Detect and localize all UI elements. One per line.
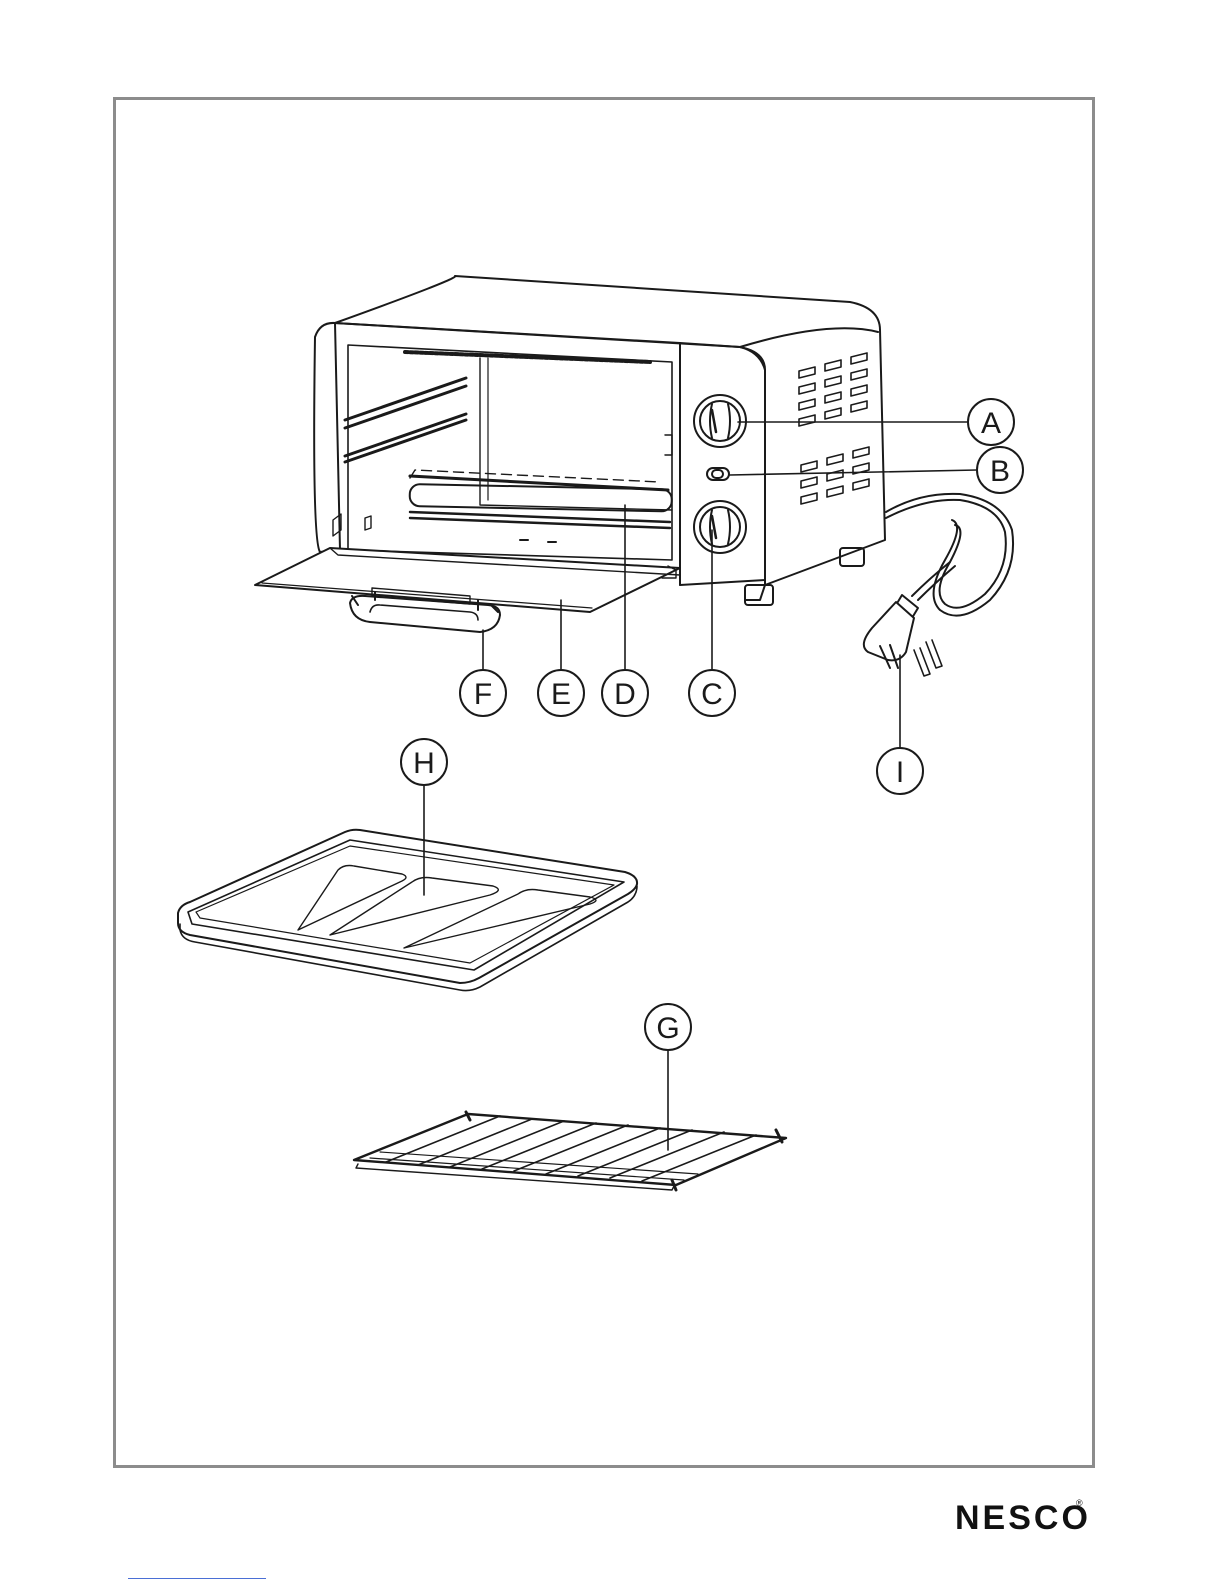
svg-text:D: D <box>614 678 636 711</box>
top-knob <box>694 395 746 447</box>
svg-text:I: I <box>896 756 904 789</box>
baking-tray-h <box>178 830 637 991</box>
registered-mark: ® <box>1076 1498 1083 1508</box>
callout-d: D <box>602 670 648 716</box>
callout-f: F <box>460 670 506 716</box>
wire-rack-g <box>354 1112 786 1190</box>
svg-text:E: E <box>551 678 571 711</box>
callout-c: C <box>689 670 735 716</box>
callout-g: G <box>645 1004 691 1050</box>
bottom-knob <box>694 501 746 553</box>
svg-text:F: F <box>474 678 492 711</box>
power-plug <box>864 595 942 676</box>
svg-text:H: H <box>413 747 435 780</box>
indicator-light <box>707 468 729 480</box>
callout-a: A <box>968 399 1014 445</box>
heating-element-d <box>410 470 672 528</box>
svg-text:G: G <box>656 1012 679 1045</box>
callout-b: B <box>977 447 1023 493</box>
svg-text:B: B <box>990 455 1010 488</box>
svg-text:C: C <box>701 678 723 711</box>
toaster-oven <box>255 276 1013 676</box>
callout-e: E <box>538 670 584 716</box>
brand-logo: NESCO <box>955 1501 1091 1535</box>
svg-text:A: A <box>981 407 1001 440</box>
callout-h: H <box>401 739 447 785</box>
side-vents <box>799 353 869 504</box>
footer-rule <box>128 1578 266 1579</box>
callout-i: I <box>877 748 923 794</box>
